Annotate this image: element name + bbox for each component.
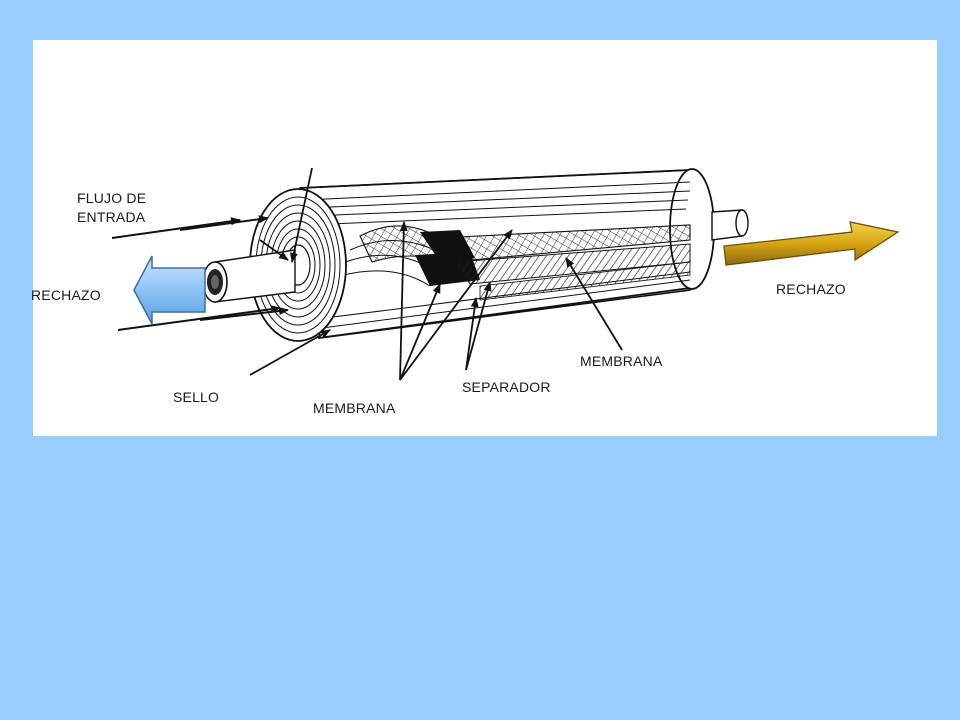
- inflow-arrow-bottom: [117, 305, 281, 331]
- inflow-arrow-top-2: [179, 215, 269, 231]
- inflow-label-line2: ENTRADA: [77, 209, 146, 225]
- arrow-right-icon: [723, 221, 900, 266]
- flow-arrows: [111, 215, 289, 331]
- inflow-label-line1: FLUJO DE: [77, 190, 147, 206]
- membrane-pointer-1: [399, 221, 408, 381]
- membrane-pointer-2: [399, 283, 441, 381]
- reject-label-right: RECHAZO: [776, 281, 846, 297]
- arrow-left-icon: [133, 255, 206, 325]
- membrane-element: [202, 168, 749, 342]
- inflow-label: FLUJO DE ENTRADA: [77, 189, 146, 227]
- seal-label: SELLO: [173, 389, 220, 405]
- inflow-arrow-top: [111, 217, 241, 239]
- spacer-pointer-2: [465, 281, 492, 371]
- inflow-arrow-bottom-2: [199, 307, 289, 321]
- tube-pointer: [259, 239, 289, 261]
- reject-label-left: RECHAZO: [31, 287, 101, 303]
- membrane-label-right: MEMBRANA: [580, 353, 663, 369]
- inner-pointer: [289, 167, 313, 263]
- spacer-label: SEPARADOR: [462, 379, 551, 395]
- membrane-right-pointer: [565, 257, 623, 351]
- membrane-pointer-3: [399, 229, 513, 381]
- spacer-pointer-1: [465, 297, 479, 371]
- callout-lines: [249, 167, 623, 381]
- seal-pointer: [249, 329, 331, 376]
- membrane-label-bottom: MEMBRANA: [313, 400, 396, 416]
